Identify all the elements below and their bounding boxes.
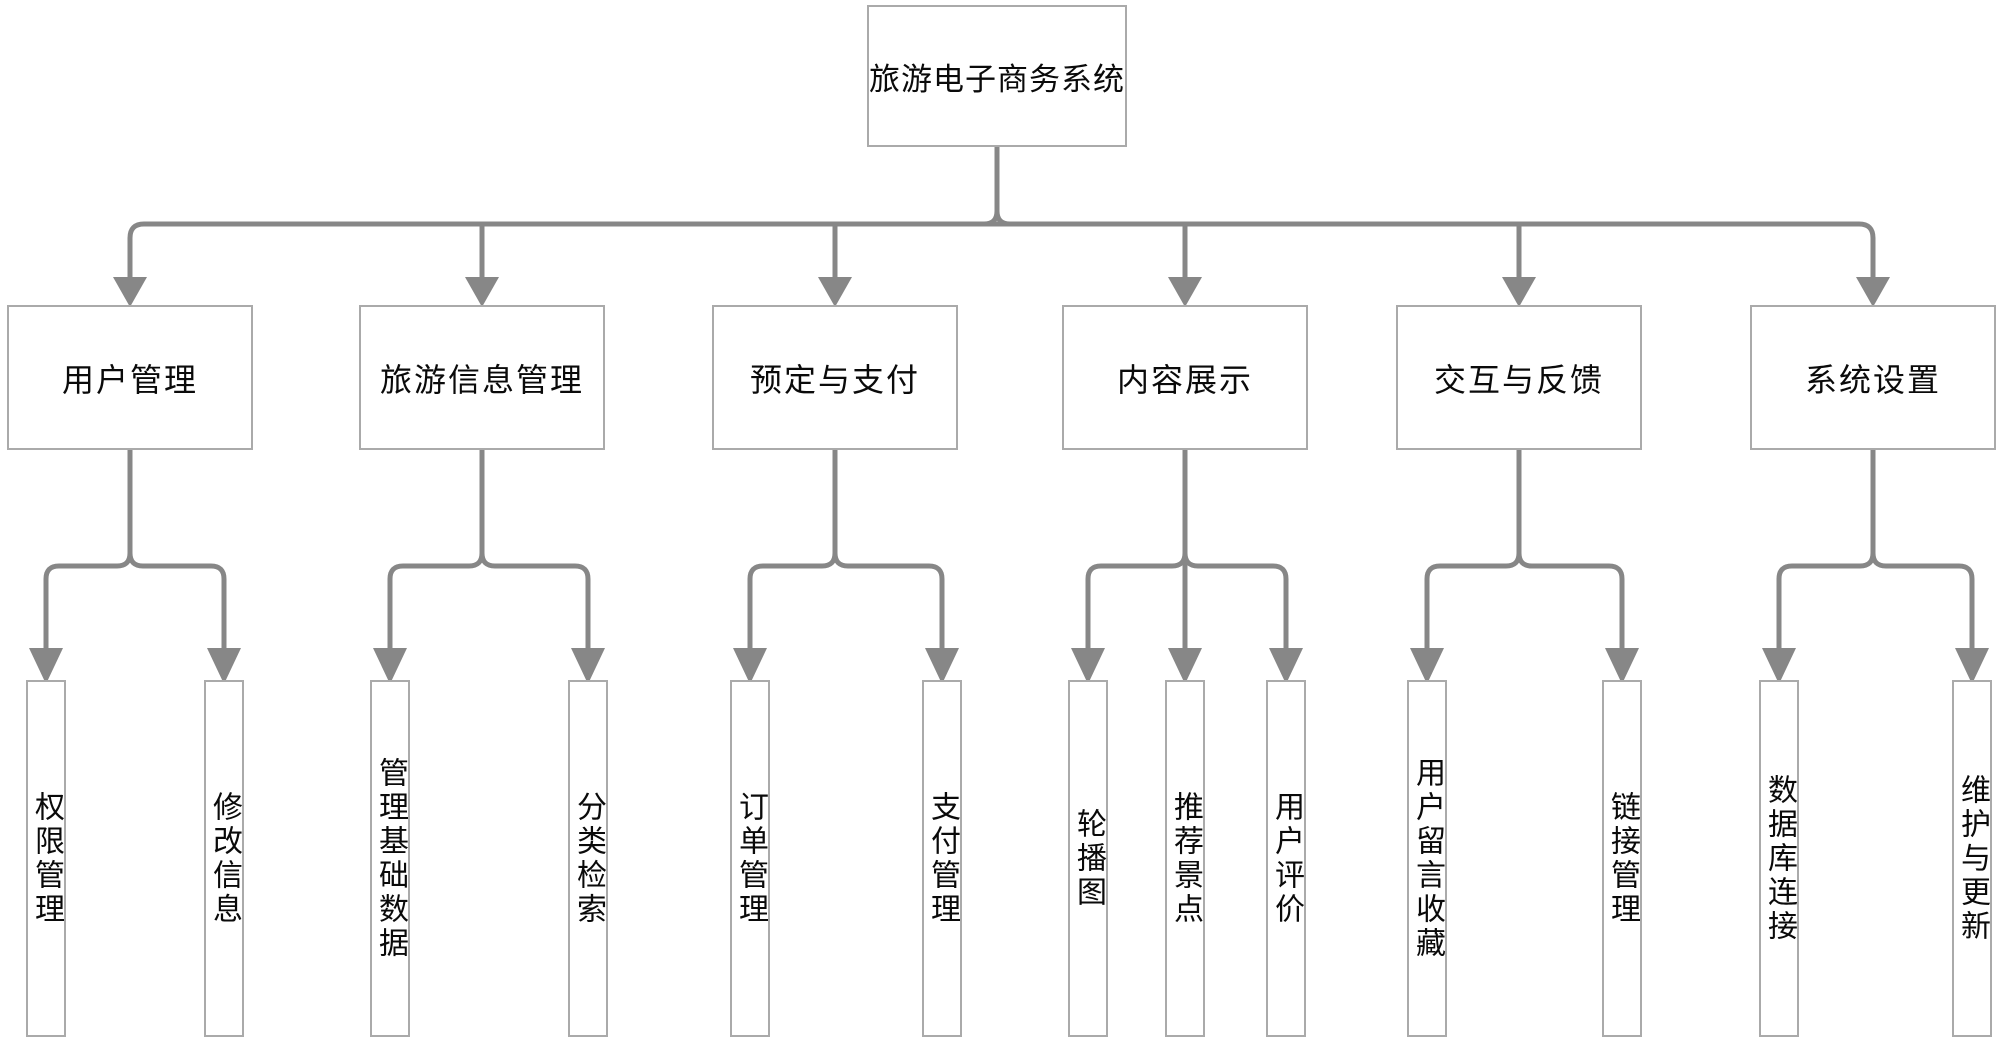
- node-user-message-favorites-label: 用户留言收藏: [1411, 756, 1444, 961]
- connector-split-content-display: [1085, 448, 1289, 650]
- node-interaction-feedback-label: 交互与反馈: [1433, 361, 1604, 398]
- node-user-reviews-label: 用户评价: [1270, 790, 1303, 927]
- node-root: 旅游电子商务系统: [867, 5, 1127, 147]
- node-payment-management: 支付管理: [922, 680, 962, 1037]
- node-system-settings-label: 系统设置: [1804, 361, 1941, 398]
- node-modify-info-label: 修改信息: [208, 790, 241, 927]
- node-permission-management-label: 权限管理: [30, 790, 63, 927]
- node-system-settings: 系统设置: [1750, 305, 1996, 450]
- connector-split-travel-info: [387, 448, 591, 650]
- node-payment-management-label: 支付管理: [926, 790, 959, 927]
- connector-root-stem: [980, 146, 1014, 227]
- node-database-connection: 数据库连接: [1759, 680, 1799, 1037]
- arrowheads-level3: [29, 648, 1989, 684]
- node-recommended-spots: 推荐景点: [1165, 680, 1205, 1037]
- node-category-search: 分类检索: [568, 680, 608, 1037]
- node-user-management-label: 用户管理: [61, 361, 198, 398]
- node-booking-payment-label: 预定与支付: [749, 361, 920, 398]
- node-carousel: 轮播图: [1068, 680, 1108, 1037]
- node-carousel-label: 轮播图: [1072, 807, 1105, 910]
- connector-bus: [127, 221, 1876, 279]
- arrowheads-level2: [113, 277, 1890, 307]
- node-link-management-label: 链接管理: [1606, 790, 1639, 927]
- node-user-reviews: 用户评价: [1266, 680, 1306, 1037]
- node-order-management-label: 订单管理: [734, 790, 767, 927]
- connector-split-booking-payment: [747, 448, 945, 650]
- node-travel-info-management-label: 旅游信息管理: [379, 361, 584, 398]
- node-recommended-spots-label: 推荐景点: [1169, 790, 1202, 927]
- node-manage-base-data-label: 管理基础数据: [374, 756, 407, 961]
- node-modify-info: 修改信息: [204, 680, 244, 1037]
- node-booking-payment: 预定与支付: [712, 305, 958, 450]
- node-root-label: 旅游电子商务系统: [869, 61, 1125, 97]
- node-content-display: 内容展示: [1062, 305, 1308, 450]
- connector-split-user-management: [43, 448, 227, 650]
- connector-split-system-settings: [1776, 448, 1975, 650]
- node-travel-info-management: 旅游信息管理: [359, 305, 605, 450]
- node-maintenance-update: 维护与更新: [1952, 680, 1992, 1037]
- node-category-search-label: 分类检索: [572, 790, 605, 927]
- node-maintenance-update-label: 维护与更新: [1956, 773, 1989, 944]
- node-link-management: 链接管理: [1602, 680, 1642, 1037]
- node-content-display-label: 内容展示: [1116, 361, 1253, 398]
- node-manage-base-data: 管理基础数据: [370, 680, 410, 1037]
- node-order-management: 订单管理: [730, 680, 770, 1037]
- node-user-management: 用户管理: [7, 305, 253, 450]
- node-permission-management: 权限管理: [26, 680, 66, 1037]
- connector-split-interaction-feedback: [1424, 448, 1625, 650]
- node-interaction-feedback: 交互与反馈: [1396, 305, 1642, 450]
- node-user-message-favorites: 用户留言收藏: [1407, 680, 1447, 1037]
- node-database-connection-label: 数据库连接: [1763, 773, 1796, 944]
